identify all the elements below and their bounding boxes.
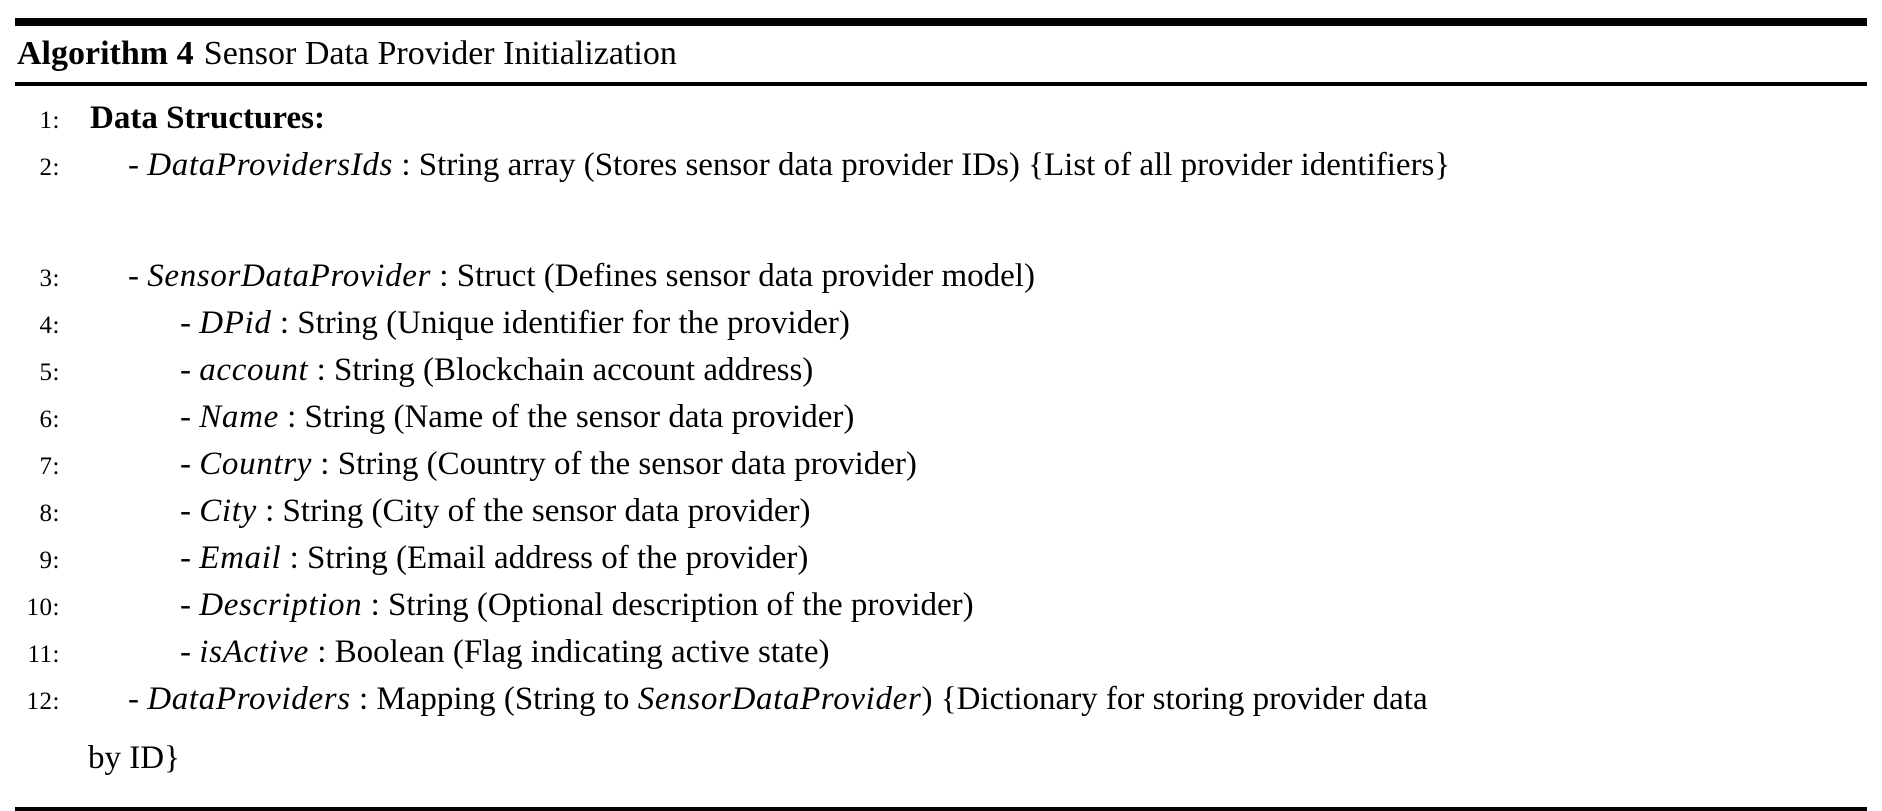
line-content: - Email : String (Email address of the p… [180,536,808,581]
line-content: by ID} [88,736,180,781]
line-number: 9: [39,547,60,574]
algorithm-line: 3: - SensorDataProvider : Struct (Defines… [15,254,1867,301]
algorithm-line: 9: - Email : String (Email address of the… [15,536,1867,583]
line-text: : String (Blockchain account address) [308,352,814,388]
identifier: Country [199,446,313,482]
line-text: - [180,493,200,529]
line-content: - Description : String (Optional descrip… [180,583,974,628]
line-number: 5: [39,359,60,386]
algorithm-line: 8: - City : String (City of the sensor da… [15,489,1867,536]
line-number: 1: [39,107,60,134]
line-number: 3: [39,265,60,292]
line-content: - City : String (City of the sensor data… [180,489,810,534]
line-text: Data Structures: [90,100,325,136]
algorithm-line: 10: - Description : String (Optional desc… [15,583,1867,630]
line-content: - SensorDataProvider : Struct (Defines s… [128,254,1035,299]
line-text: : Mapping (String to [350,681,638,717]
line-content: Data Structures: [90,96,325,141]
line-content: - DataProviders : Mapping (String to Sen… [128,677,1428,722]
algorithm-line: 2: - DataProvidersIds : String array (Sto… [15,143,1867,190]
line-text: by ID} [88,740,180,776]
identifier: account [199,352,309,388]
algorithm-line: 6: - Name : String (Name of the sensor da… [15,395,1867,442]
line-text: - [180,446,200,482]
identifier: Name [199,399,279,435]
algorithm-line: 7: - Country : String (Country of the sen… [15,442,1867,489]
line-content: - Name : String (Name of the sensor data… [180,395,854,440]
line-content: - account : String (Blockchain account a… [180,348,813,393]
line-text: : String (Email address of the provider) [281,540,809,576]
top-rule [15,18,1867,26]
line-text: - [180,587,200,623]
line-number: 6: [39,406,60,433]
line-text: ) {Dictionary for storing provider data [921,681,1428,717]
algorithm-line-continuation: by ID} [15,736,1867,781]
line-text: - [180,305,200,341]
algorithm-line: 12: - DataProviders : Mapping (String to … [15,677,1867,724]
line-text: : String (Name of the sensor data provid… [278,399,855,435]
line-text: - [128,681,148,717]
identifier: DataProviders [147,681,351,717]
identifier: DataProvidersIds [147,147,394,183]
line-content: - isActive : Boolean (Flag indicating ac… [180,630,830,675]
algorithm-line: 11: - isActive : Boolean (Flag indicating… [15,630,1867,677]
identifier: SensorDataProvider [147,258,432,294]
algorithm-line: 1: Data Structures: [15,96,1867,143]
bottom-rule [15,807,1867,811]
line-text: - [128,258,148,294]
identifier: SensorDataProvider [637,681,922,717]
line-number: 11: [27,641,60,668]
line-number: 4: [39,312,60,339]
line-text: : String (City of the sensor data provid… [256,493,811,529]
line-number: 8: [39,500,60,527]
identifier: DPid [199,305,272,341]
identifier: City [199,493,257,529]
line-text: : String array (Stores sensor data provi… [393,147,1451,183]
identifier: Description [199,587,363,623]
algorithm-lines: 1: Data Structures: 2: - DataProvidersIds :… [15,86,1867,781]
algorithm-name: Sensor Data Provider Initialization [203,35,677,72]
line-text: : Struct (Defines sensor data provider m… [431,258,1035,294]
line-content: - Country : String (Country of the senso… [180,442,917,487]
line-number: 7: [39,453,60,480]
line-content: - DPid : String (Unique identifier for t… [180,301,850,346]
line-text: - [180,540,200,576]
line-content: - DataProvidersIds : String array (Store… [128,143,1450,188]
identifier: isActive [199,634,309,670]
identifier: Email [199,540,282,576]
line-number: 12: [26,688,60,715]
algorithm-line: 5: - account : String (Blockchain account… [15,348,1867,395]
line-text: - [180,352,200,388]
line-text: : Boolean (Flag indicating active state) [308,634,830,670]
line-text: : String (Unique identifier for the prov… [271,305,850,341]
algorithm-line: 4: - DPid : String (Unique identifier for… [15,301,1867,348]
algorithm-label: Algorithm 4 [17,35,194,72]
line-text: - [128,147,148,183]
line-number: 2: [39,154,60,181]
title-rule [15,82,1867,86]
line-text: : String (Country of the sensor data pro… [312,446,917,482]
line-text: : String (Optional description of the pr… [362,587,974,623]
line-text: - [180,399,200,435]
line-number: 10: [26,594,60,621]
line-text: - [180,634,200,670]
